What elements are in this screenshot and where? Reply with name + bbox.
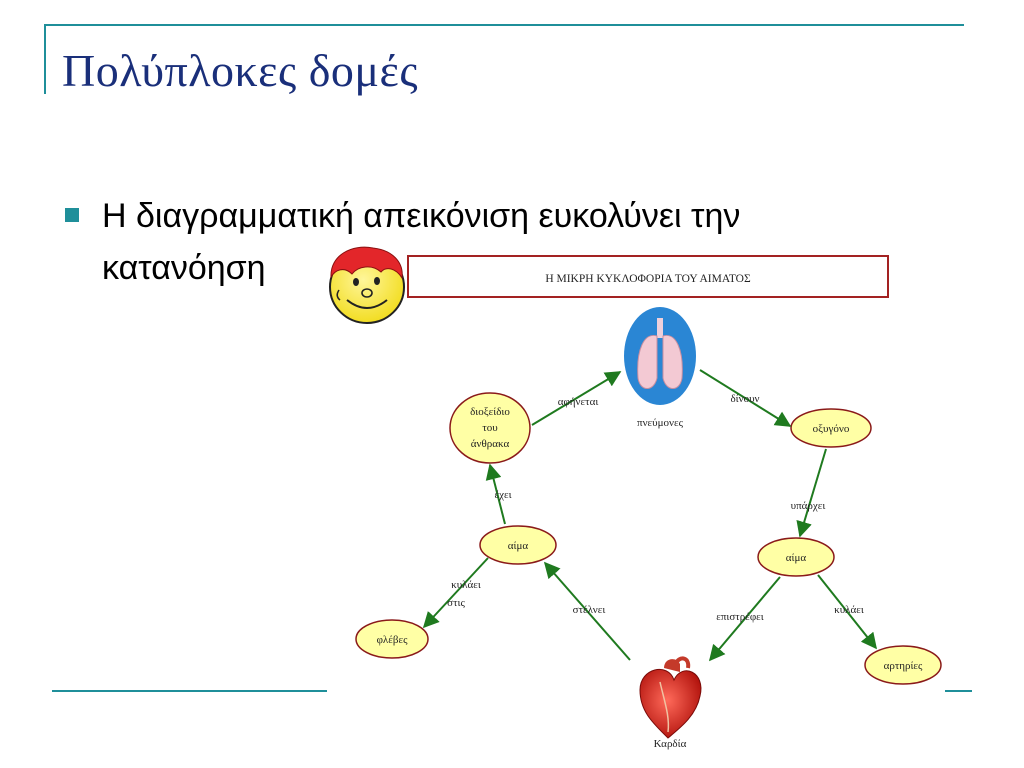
blood-right-label: αίμα (786, 552, 807, 564)
veins-node (355, 619, 429, 659)
blood-right-node (757, 537, 835, 577)
smiley-face-icon (329, 246, 405, 324)
co2-label-3: άνθρακα (471, 438, 510, 450)
oxygen-label: οξυγόνο (813, 423, 850, 435)
left-frame-line (44, 24, 46, 94)
arrow-blood-to-co2 (485, 463, 506, 525)
co2-label-2: του (482, 422, 498, 434)
bullet-text: Η διαγραμματική απεικόνιση ευκολύνει την… (102, 190, 922, 294)
blood-left-label: αίμα (508, 540, 529, 552)
link-label-give: δίνουν (730, 393, 759, 405)
arrow-heart-to-blood (543, 561, 631, 661)
slide-title: Πολύπλοκες δομές (62, 45, 419, 96)
top-frame-line (44, 24, 964, 26)
lungs-label: πνεύμονες (637, 417, 684, 429)
bullet-marker (65, 208, 79, 222)
arrow-blood-to-arteries (817, 574, 877, 650)
arrow-lungs-to-oxygen (699, 369, 792, 427)
link-label-circulates-1: κυλάει (451, 579, 481, 591)
heart-label: Καρδία (654, 738, 687, 750)
arrow-co2-to-lungs (531, 371, 622, 426)
co2-node (449, 392, 531, 464)
arrow-oxygen-to-blood (796, 448, 827, 538)
link-label-has: έχει (494, 489, 511, 501)
heart-icon (639, 656, 702, 739)
arrow-blood-to-veins (422, 557, 489, 629)
link-label-exists: υπάρχει (791, 500, 826, 512)
arteries-label: αρτηρίες (884, 660, 923, 672)
link-label-circulates-right: κυλάει (834, 604, 864, 616)
diagram-title-box (407, 255, 889, 298)
arteries-node (864, 645, 942, 685)
link-label-returns: επιστρέφει (716, 611, 764, 623)
blood-left-node (479, 525, 557, 565)
bottom-frame-line-left (52, 690, 327, 692)
link-label-sends: στέλνει (573, 604, 606, 616)
oxygen-node (790, 408, 872, 448)
veins-label: φλέβες (377, 634, 409, 646)
diagram-title: Η ΜΙΚΡΗ ΚΥΚΛΟΦΟΡΙΑ ΤΟΥ ΑΙΜΑΤΟΣ (545, 273, 751, 285)
bullet-line-2: κατανόηση (102, 249, 266, 287)
bottom-frame-line-right (945, 690, 972, 692)
link-label-circulates-2: στις (447, 597, 465, 609)
bullet-line-1: Η διαγραμματική απεικόνιση ευκολύνει την (102, 197, 741, 235)
link-label-releases: αφήνεται (558, 396, 599, 408)
arrow-blood-to-heart (708, 576, 781, 662)
lungs-icon (624, 307, 696, 405)
co2-label-1: διοξείδιο (470, 406, 510, 418)
